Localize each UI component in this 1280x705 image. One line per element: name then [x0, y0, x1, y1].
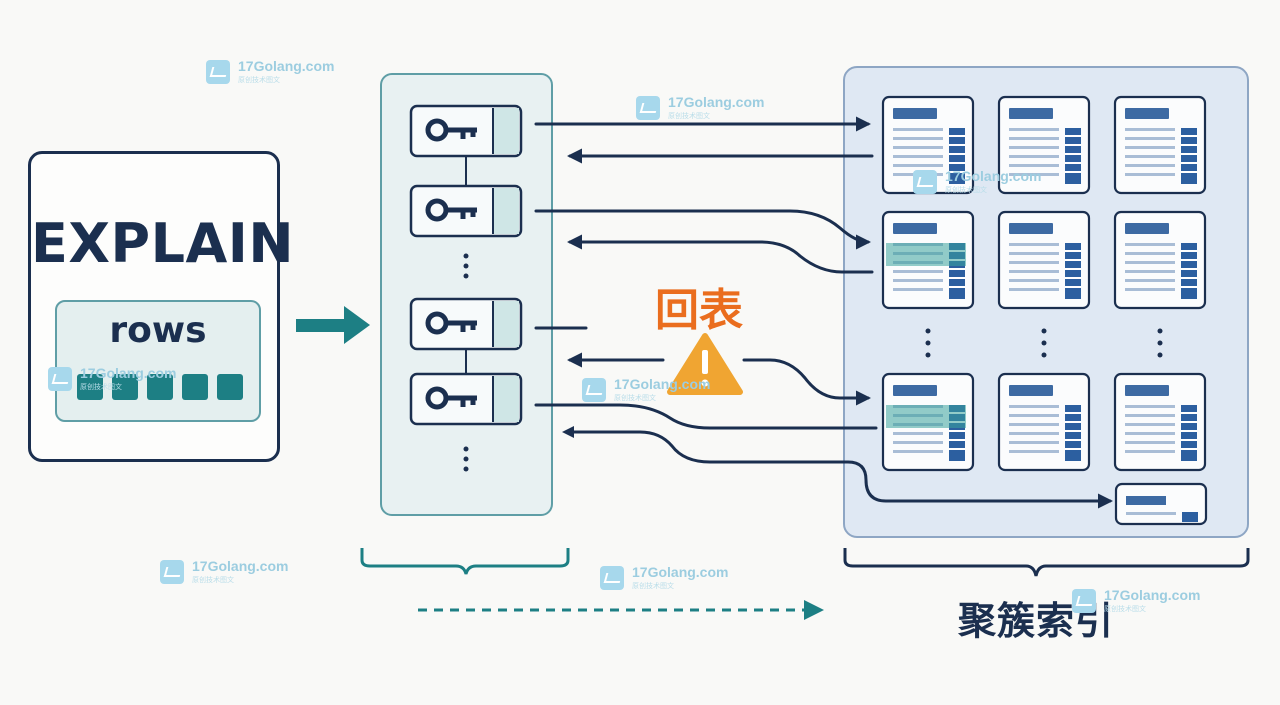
watermark-logo-icon: [600, 566, 624, 590]
row-square: [182, 374, 208, 400]
watermark-text: 17Golang.com: [238, 58, 335, 74]
table-icon: [1114, 482, 1208, 526]
watermark-text: 17Golang.com: [80, 365, 177, 381]
watermark: 17Golang.com 原创技术图文: [600, 564, 750, 594]
watermark: 17Golang.com 原创技术图文: [913, 168, 1063, 198]
watermark-subtext: 原创技术图文: [668, 113, 710, 120]
highlighted-row: [886, 243, 966, 266]
row-square: [112, 374, 138, 400]
watermark-text: 17Golang.com: [192, 558, 289, 574]
watermark-logo-icon: [1072, 589, 1096, 613]
ellipsis-icon: [925, 328, 1163, 358]
watermark: 17Golang.com 原创技术图文: [636, 94, 786, 124]
row-square: [217, 374, 243, 400]
watermark-text: 17Golang.com: [632, 564, 729, 580]
watermark-logo-icon: [636, 96, 660, 120]
watermark-logo-icon: [582, 378, 606, 402]
table-icon: [997, 372, 1091, 472]
watermark: 17Golang.com 原创技术图文: [206, 58, 356, 88]
key-icon: [411, 299, 521, 349]
key-icon: [411, 186, 521, 236]
rows-label: rows: [109, 310, 207, 351]
watermark-subtext: 原创技术图文: [238, 77, 280, 84]
watermark: 17Golang.com 原创技术图文: [582, 376, 732, 406]
watermark-subtext: 原创技术图文: [80, 384, 122, 391]
watermark-subtext: 原创技术图文: [614, 395, 656, 402]
watermark-logo-icon: [48, 367, 72, 391]
watermark: 17Golang.com 原创技术图文: [48, 365, 198, 395]
watermark-text: 17Golang.com: [945, 168, 1042, 184]
explain-card: EXPLAIN rows: [28, 151, 295, 462]
explain-title: EXPLAIN: [31, 212, 295, 275]
brace-icon: [360, 548, 570, 575]
watermark-logo-icon: [913, 170, 937, 194]
table-icon: [997, 210, 1091, 310]
watermark-logo-icon: [206, 60, 230, 84]
watermark-subtext: 原创技术图文: [192, 577, 234, 584]
arrow-right-icon: [296, 306, 370, 344]
key-icon: [411, 106, 521, 156]
row-square: [77, 374, 103, 400]
back-lookup-label: 回表: [655, 285, 743, 336]
table-icon: [1113, 372, 1207, 472]
watermark-subtext: 原创技术图文: [632, 583, 674, 590]
table-icon: [1113, 95, 1207, 195]
watermark-subtext: 原创技术图文: [1104, 606, 1146, 613]
watermark: 17Golang.com 原创技术图文: [1072, 587, 1222, 617]
highlighted-row: [886, 405, 966, 428]
warning-icon: [667, 333, 743, 395]
key-icon: [411, 374, 521, 424]
watermark-logo-icon: [160, 560, 184, 584]
rows-box: rows: [55, 300, 261, 422]
row-square: [147, 374, 173, 400]
watermark-subtext: 原创技术图文: [945, 187, 987, 194]
table-icon: [1113, 210, 1207, 310]
watermark: 17Golang.com 原创技术图文: [160, 558, 310, 588]
watermark-text: 17Golang.com: [614, 376, 711, 392]
ellipsis-icon: [463, 253, 469, 472]
watermark-text: 17Golang.com: [668, 94, 765, 110]
brace-icon: [843, 548, 1250, 577]
watermark-text: 17Golang.com: [1104, 587, 1201, 603]
